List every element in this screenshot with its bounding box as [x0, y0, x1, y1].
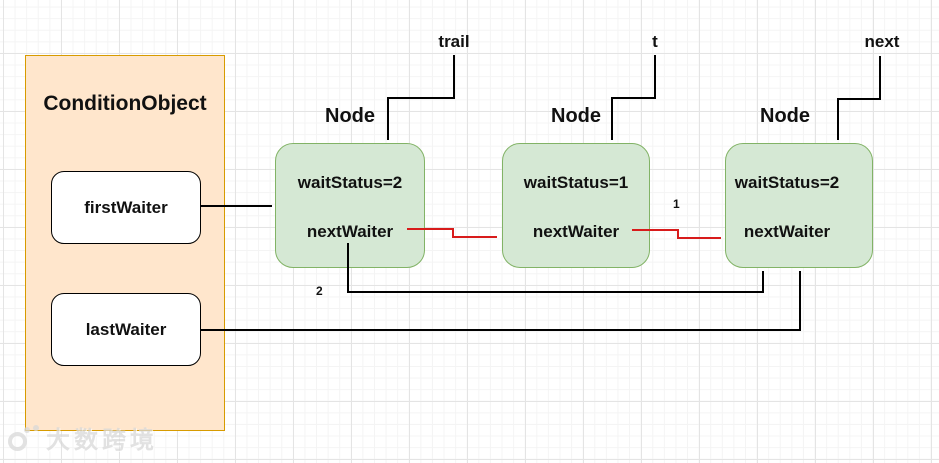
step-label-1: 1	[673, 197, 680, 211]
watermark-logo-icon	[8, 431, 27, 451]
first-waiter-field: firstWaiter	[51, 171, 201, 244]
node-1: waitStatus=2 nextWaiter	[275, 143, 425, 268]
node-2-next-waiter: nextWaiter	[532, 222, 620, 241]
first-waiter-label: firstWaiter	[84, 197, 168, 217]
node-title-3: Node	[760, 105, 810, 127]
condition-object-container: ConditionObject firstWaiter lastWaiter	[25, 55, 225, 431]
node-3: waitStatus=2 nextWaiter	[725, 143, 873, 268]
watermark-logo-dots-icon	[24, 427, 30, 433]
node-3-wait-status: waitStatus=2	[734, 173, 840, 192]
node-title-1: Node	[325, 105, 375, 127]
node-2: waitStatus=1 nextWaiter	[502, 143, 650, 268]
last-waiter-label: lastWaiter	[85, 319, 167, 339]
node-title-2: Node	[551, 105, 601, 127]
edge-lastwaiter-to-node3-bottom	[200, 271, 801, 331]
pointer-label-trail: trail	[438, 32, 470, 51]
watermark-text: 大数跨境	[46, 426, 158, 454]
watermark: 大数跨境	[8, 419, 158, 455]
pointer-label-t: t	[652, 32, 658, 51]
node-1-wait-status: waitStatus=2	[297, 173, 403, 192]
node-3-next-waiter: nextWaiter	[743, 222, 831, 241]
node-2-wait-status: waitStatus=1	[523, 173, 629, 192]
step-label-2: 2	[316, 284, 323, 298]
last-waiter-field: lastWaiter	[51, 293, 201, 366]
node-1-next-waiter: nextWaiter	[306, 222, 394, 241]
condition-object-title: ConditionObject	[43, 92, 207, 115]
pointer-label-next: next	[864, 32, 900, 51]
